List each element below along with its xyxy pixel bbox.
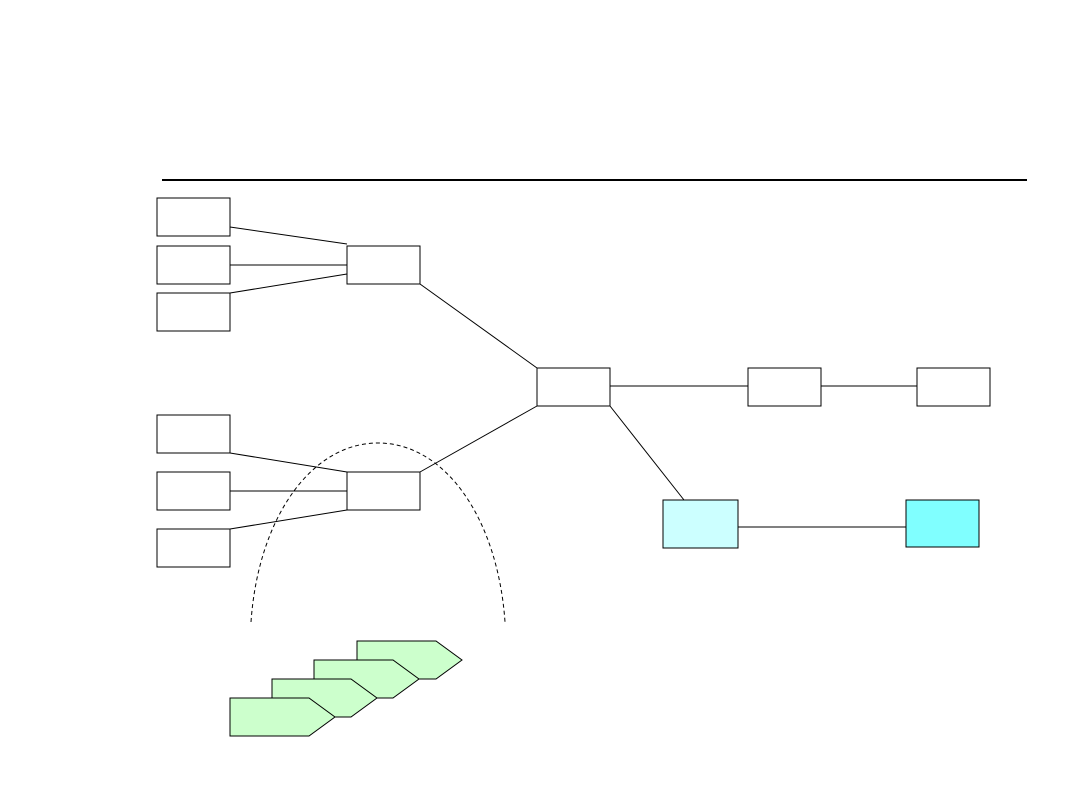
node-box bbox=[905, 499, 980, 548]
node-b[interactable] bbox=[346, 471, 421, 511]
edge-l1-a bbox=[229, 226, 348, 245]
node-e[interactable] bbox=[916, 367, 991, 407]
node-box bbox=[916, 367, 991, 407]
tag-stack bbox=[229, 640, 463, 737]
edges-layer bbox=[229, 226, 917, 530]
node-box bbox=[156, 414, 231, 454]
stack-tag-4 bbox=[229, 697, 336, 737]
edge-c-f bbox=[609, 405, 685, 501]
tag-shape bbox=[229, 697, 336, 737]
node-box bbox=[536, 367, 611, 407]
node-box bbox=[156, 471, 231, 511]
node-box bbox=[346, 471, 421, 511]
node-box bbox=[156, 197, 231, 237]
grouping-arc bbox=[250, 442, 506, 623]
node-l5[interactable] bbox=[156, 471, 231, 511]
node-a[interactable] bbox=[346, 245, 421, 285]
node-box bbox=[156, 292, 231, 332]
node-box bbox=[346, 245, 421, 285]
edge-l6-b bbox=[229, 509, 348, 530]
node-d[interactable] bbox=[747, 367, 822, 407]
edge-a-c bbox=[419, 283, 538, 369]
node-box bbox=[662, 499, 739, 549]
node-f[interactable] bbox=[662, 499, 739, 549]
nodes-layer bbox=[156, 197, 991, 568]
node-l3[interactable] bbox=[156, 292, 231, 332]
edge-b-c bbox=[419, 405, 538, 473]
edge-l3-a bbox=[229, 273, 348, 294]
node-l2[interactable] bbox=[156, 245, 231, 285]
node-c[interactable] bbox=[536, 367, 611, 407]
node-l4[interactable] bbox=[156, 414, 231, 454]
node-g[interactable] bbox=[905, 499, 980, 548]
node-l1[interactable] bbox=[156, 197, 231, 237]
node-box bbox=[747, 367, 822, 407]
node-l6[interactable] bbox=[156, 528, 231, 568]
edge-l4-b bbox=[229, 452, 348, 473]
node-box bbox=[156, 245, 231, 285]
node-box bbox=[156, 528, 231, 568]
